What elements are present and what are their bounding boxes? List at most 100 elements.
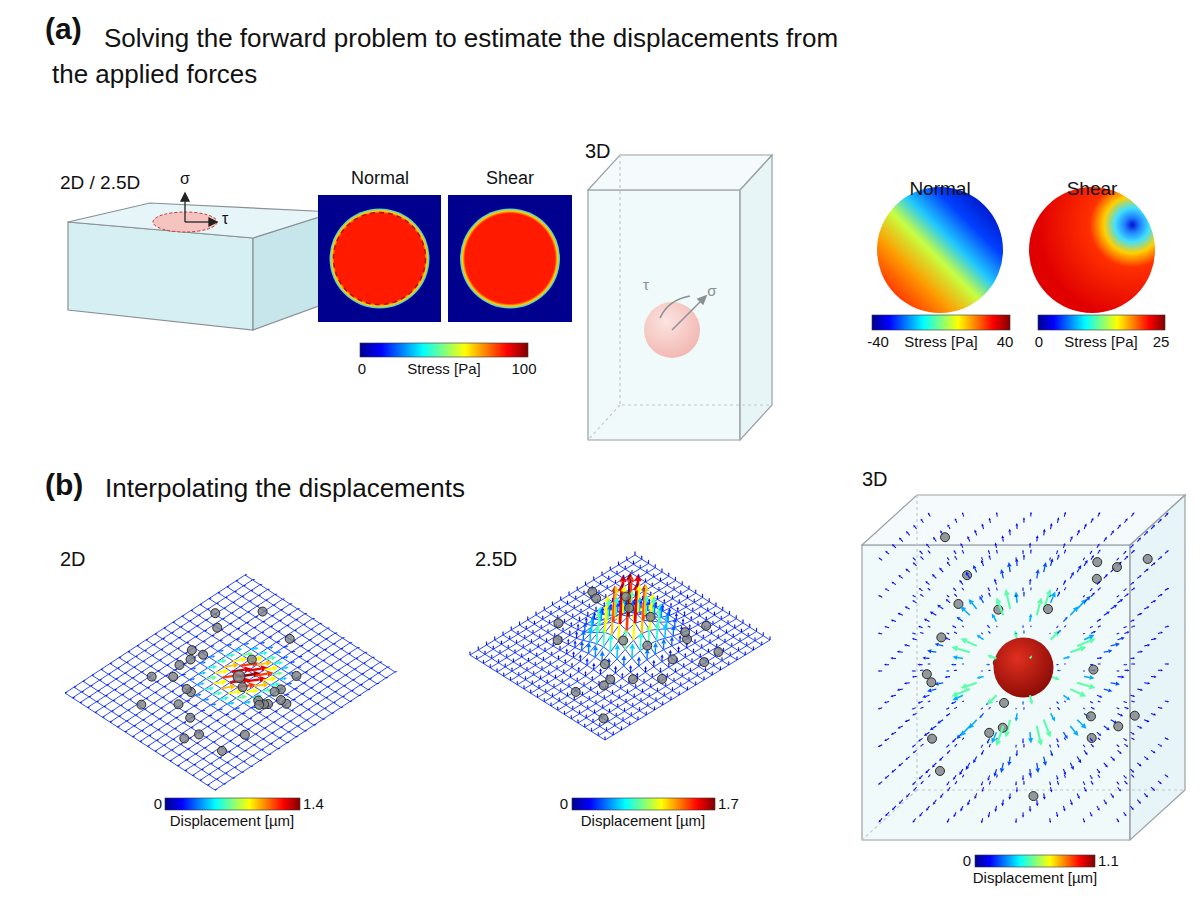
displacement-arrow xyxy=(242,654,248,655)
arrow-head xyxy=(626,556,628,558)
displacement-arrow xyxy=(196,695,199,696)
arrow-head xyxy=(598,589,600,591)
arrow-head xyxy=(192,678,195,681)
arrow-head xyxy=(499,649,501,651)
arrow-head xyxy=(568,591,570,593)
arrow-head xyxy=(213,635,214,636)
bead xyxy=(199,650,208,659)
displacement-arrow xyxy=(266,658,272,659)
arrow-head xyxy=(519,621,521,623)
arrow-head xyxy=(206,698,209,701)
arrow-head xyxy=(271,646,274,649)
arrow-head xyxy=(618,561,620,563)
displacement-arrow xyxy=(211,704,214,705)
arrow-head xyxy=(650,683,652,685)
bead xyxy=(213,623,222,632)
arrow-head xyxy=(476,655,478,657)
arrow-head xyxy=(221,649,224,652)
arrow-head xyxy=(677,646,680,649)
normal-stress-sphere xyxy=(877,187,1003,313)
arrow-head xyxy=(535,611,537,613)
arrow-head xyxy=(295,640,296,641)
arrow-head xyxy=(605,594,607,596)
arrow-head xyxy=(486,641,488,643)
arrow-head xyxy=(587,611,589,613)
arrow-head xyxy=(648,692,650,694)
arrow-head xyxy=(647,702,649,704)
displacement-arrow xyxy=(608,605,609,620)
bead xyxy=(174,700,183,709)
arrow-head xyxy=(713,662,715,664)
arrow-head xyxy=(260,711,262,713)
arrow-head xyxy=(641,555,643,557)
arrow-head xyxy=(660,577,662,579)
displacement-arrow xyxy=(921,633,923,634)
arrow-head xyxy=(598,681,600,683)
colorbar xyxy=(872,315,1010,330)
bead xyxy=(629,675,638,684)
displacement-arrow xyxy=(289,673,292,674)
arrow-head xyxy=(528,657,530,659)
arrow-head xyxy=(230,644,232,646)
arrow-head xyxy=(720,666,722,668)
arrow-head xyxy=(624,707,626,709)
arrow-head xyxy=(651,582,653,584)
arrow-head xyxy=(622,655,627,660)
arrow-head xyxy=(212,645,214,647)
arrow-head xyxy=(205,641,206,642)
arrow-head xyxy=(524,634,526,636)
arrow-head xyxy=(579,710,581,712)
arrow-head xyxy=(247,633,249,634)
arrow-head xyxy=(283,677,287,680)
arrow-head xyxy=(543,698,545,700)
arrow-head xyxy=(683,611,685,613)
arrow-head xyxy=(171,701,172,702)
arrow-head xyxy=(624,565,626,567)
arrow-head xyxy=(606,727,608,729)
arrow-head xyxy=(583,682,585,684)
bead xyxy=(571,687,580,696)
arrow-head xyxy=(618,694,620,696)
displacement-arrow xyxy=(226,655,231,656)
arrow-head xyxy=(477,646,479,648)
arrow-head xyxy=(653,642,658,647)
arrow-head xyxy=(734,624,736,626)
arrow-head xyxy=(244,712,246,714)
arrow-head xyxy=(603,695,605,697)
arrow-head xyxy=(209,726,210,727)
arrow-head xyxy=(747,632,749,634)
bead xyxy=(240,730,249,739)
arrow-head xyxy=(702,634,704,636)
arrow-head xyxy=(612,690,614,692)
arrow-head xyxy=(650,591,652,593)
arrow-head xyxy=(509,635,511,637)
arrow-head xyxy=(549,619,551,621)
arrow-head xyxy=(726,629,728,631)
colorbar xyxy=(360,343,528,357)
arrow-head xyxy=(317,655,318,656)
arrow-head xyxy=(221,708,223,710)
arrow-head xyxy=(692,607,694,609)
arrow-head xyxy=(620,684,622,686)
arrow-head xyxy=(711,671,713,673)
arrow-head xyxy=(639,564,641,566)
arrow-head xyxy=(542,615,544,617)
arrow-head xyxy=(688,585,690,587)
arrow-head xyxy=(201,682,205,685)
arrow-head xyxy=(648,559,650,561)
displacement-arrow xyxy=(660,609,661,622)
arrow-head xyxy=(711,630,713,632)
displacement-arrow xyxy=(272,673,278,674)
bead xyxy=(646,612,655,621)
displacement-arrow xyxy=(233,660,241,661)
displacement-arrow xyxy=(268,648,271,649)
arrow-head xyxy=(558,697,560,699)
arrow-head xyxy=(230,653,235,657)
displacement-arrow xyxy=(997,738,998,739)
arrow-head xyxy=(580,700,582,702)
arrow-head xyxy=(617,703,619,705)
arrow-head xyxy=(660,654,663,657)
arrow-head xyxy=(278,661,283,665)
arrow-head xyxy=(716,643,718,645)
